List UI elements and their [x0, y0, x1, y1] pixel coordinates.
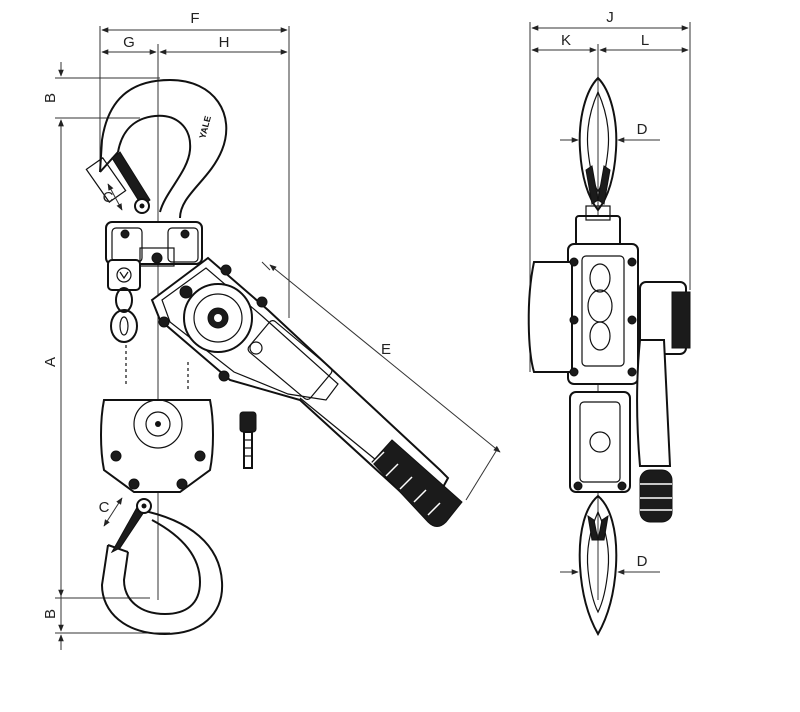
dimension-b-bottom: B: [42, 582, 150, 650]
label-l: L: [641, 32, 649, 49]
dimension-l: L: [599, 32, 689, 53]
bottom-latch: [110, 498, 152, 554]
front-view: J K L D: [527, 9, 691, 637]
bottom-block-front: [569, 391, 631, 493]
bottom-hook: [100, 509, 224, 636]
label-c-top: C: [103, 189, 114, 206]
top-hook-front: [578, 76, 618, 212]
dimension-c-bottom: C: [99, 497, 123, 527]
lever-front: [636, 281, 691, 523]
dimension-g: G: [101, 34, 159, 600]
bottom-block: [100, 399, 214, 493]
top-suspension-block: [105, 221, 203, 291]
label-f: F: [190, 10, 199, 27]
dimension-d-top: D: [560, 121, 660, 143]
dimension-d-bottom: D: [560, 553, 660, 575]
dimension-b-top: B: [42, 62, 160, 134]
top-latch: [85, 151, 151, 214]
selector-knob: [239, 411, 257, 469]
label-k: K: [561, 32, 571, 49]
dimension-e: E: [261, 261, 501, 501]
bottom-hook-front: [578, 494, 618, 637]
label-h: H: [219, 34, 230, 51]
hoist-body-front: [527, 205, 639, 385]
label-b-bottom: B: [42, 609, 59, 619]
side-view: F G H A B B: [42, 10, 501, 650]
dimension-c-top: C: [103, 183, 123, 211]
label-a: A: [42, 357, 59, 367]
load-chain: [110, 287, 189, 390]
hook-marking: YALE: [197, 115, 213, 140]
lever-grip: [371, 439, 463, 527]
label-c-bottom: C: [99, 499, 110, 516]
label-d-top: D: [637, 121, 648, 138]
label-d-bottom: D: [637, 553, 648, 570]
label-g: G: [123, 34, 135, 51]
label-b-top: B: [42, 93, 59, 103]
dimension-h: H: [159, 34, 288, 55]
label-j: J: [606, 9, 614, 26]
top-hook: YALE: [99, 78, 228, 219]
label-e: E: [381, 341, 391, 358]
